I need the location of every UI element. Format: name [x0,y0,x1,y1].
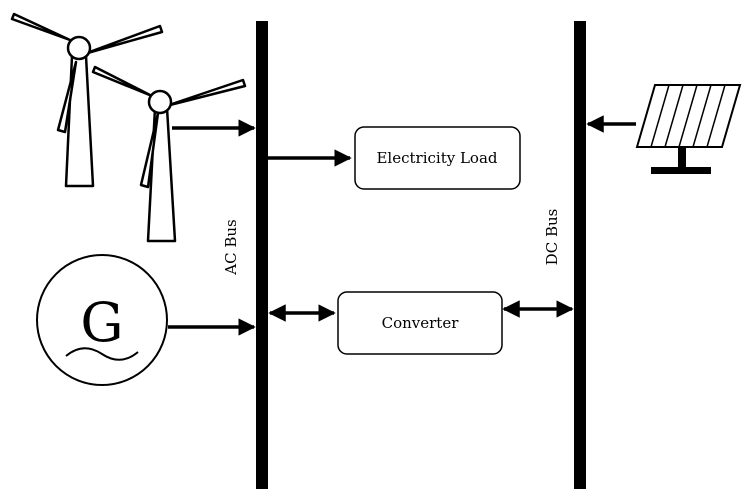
dc-bus: DC Bus [543,21,586,489]
ac-bus: AC Bus [222,21,268,489]
electricity-load-label: Electricity Load [376,149,497,167]
converter-label: Converter [382,314,460,332]
wind-turbine-2 [91,65,247,243]
wind-turbine-icon [10,12,247,243]
generator-icon: G [36,254,168,386]
generator-symbol: G [80,291,123,354]
dc-bus-bar [574,21,586,489]
electricity-load-box: Electricity Load [354,126,521,190]
ac-bus-label: AC Bus [222,219,240,275]
ac-bus-bar [256,21,268,489]
solar-panel-post [678,147,686,169]
sine-wave-icon [65,347,139,361]
dc-bus-label: DC Bus [543,209,561,266]
solar-panel-base [651,167,711,174]
wind-turbine-1 [10,12,164,188]
solar-panel-icon [635,84,742,174]
converter-box: Converter [337,291,503,355]
solar-panel-cells [650,84,726,148]
